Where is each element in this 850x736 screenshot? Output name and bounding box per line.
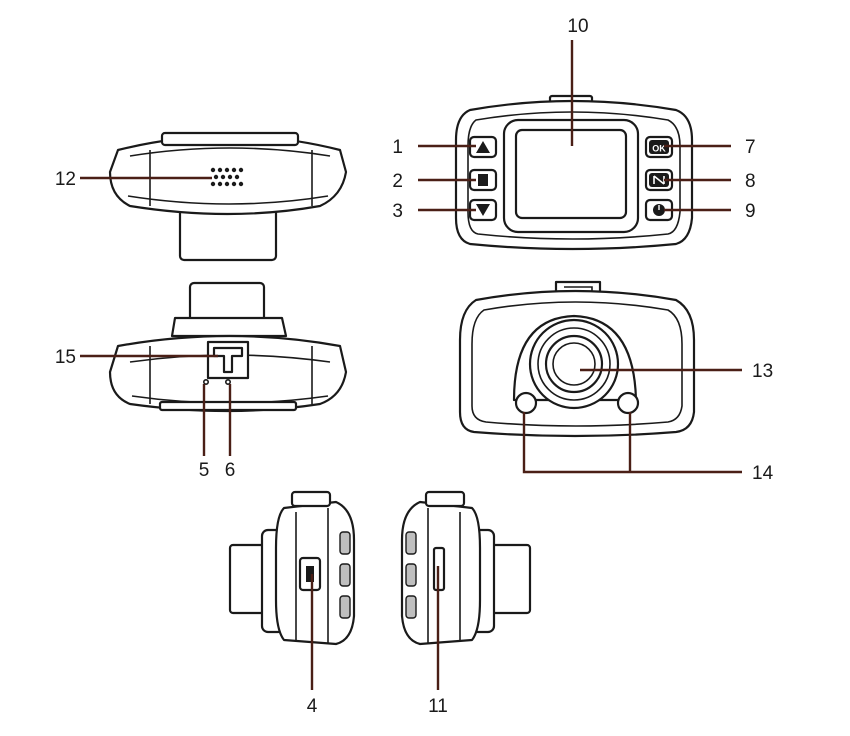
callout-9: 9 [745, 201, 756, 222]
down-button[interactable] [468, 198, 498, 222]
ok-button[interactable]: OK [644, 135, 674, 159]
lens [544, 334, 604, 394]
top-view [108, 131, 348, 262]
callout-1: 1 [392, 137, 403, 158]
side-button [405, 531, 417, 555]
side-button [339, 531, 351, 555]
callout-11: 11 [428, 696, 448, 717]
callout-labels: 1 2 3 4 5 6 7 8 9 10 11 12 13 14 15 [55, 16, 774, 717]
side-button [339, 595, 351, 619]
speaker-grille [210, 167, 244, 187]
left-side-view [228, 490, 356, 646]
side-button [405, 595, 417, 619]
microphone-hole [225, 378, 232, 385]
callout-7: 7 [745, 137, 756, 158]
side-button [339, 563, 351, 587]
leader-lines [80, 40, 742, 690]
ir-light-left [514, 391, 538, 415]
callout-8: 8 [745, 171, 756, 192]
callout-5: 5 [199, 460, 210, 481]
reset-hole [203, 378, 210, 385]
callout-2: 2 [392, 171, 403, 192]
right-side-view [400, 490, 532, 646]
callout-4: 4 [307, 696, 318, 717]
callout-10: 10 [567, 16, 588, 37]
menu-icon [478, 174, 488, 186]
front-view [458, 280, 696, 438]
mount-slot [206, 340, 250, 380]
ok-button-label: OK [652, 144, 666, 154]
callout-6: 6 [225, 460, 236, 481]
callout-14: 14 [752, 463, 774, 484]
side-button [405, 563, 417, 587]
callout-13: 13 [752, 361, 773, 382]
callout-12: 12 [55, 169, 76, 190]
callout-3: 3 [392, 201, 403, 222]
back-view: OK [454, 94, 694, 251]
triangle-down-icon [476, 204, 490, 216]
bottom-view [108, 281, 348, 413]
ir-light-right [616, 391, 640, 415]
triangle-up-icon [476, 141, 490, 153]
callout-15: 15 [55, 347, 76, 368]
power-button[interactable] [644, 198, 674, 222]
